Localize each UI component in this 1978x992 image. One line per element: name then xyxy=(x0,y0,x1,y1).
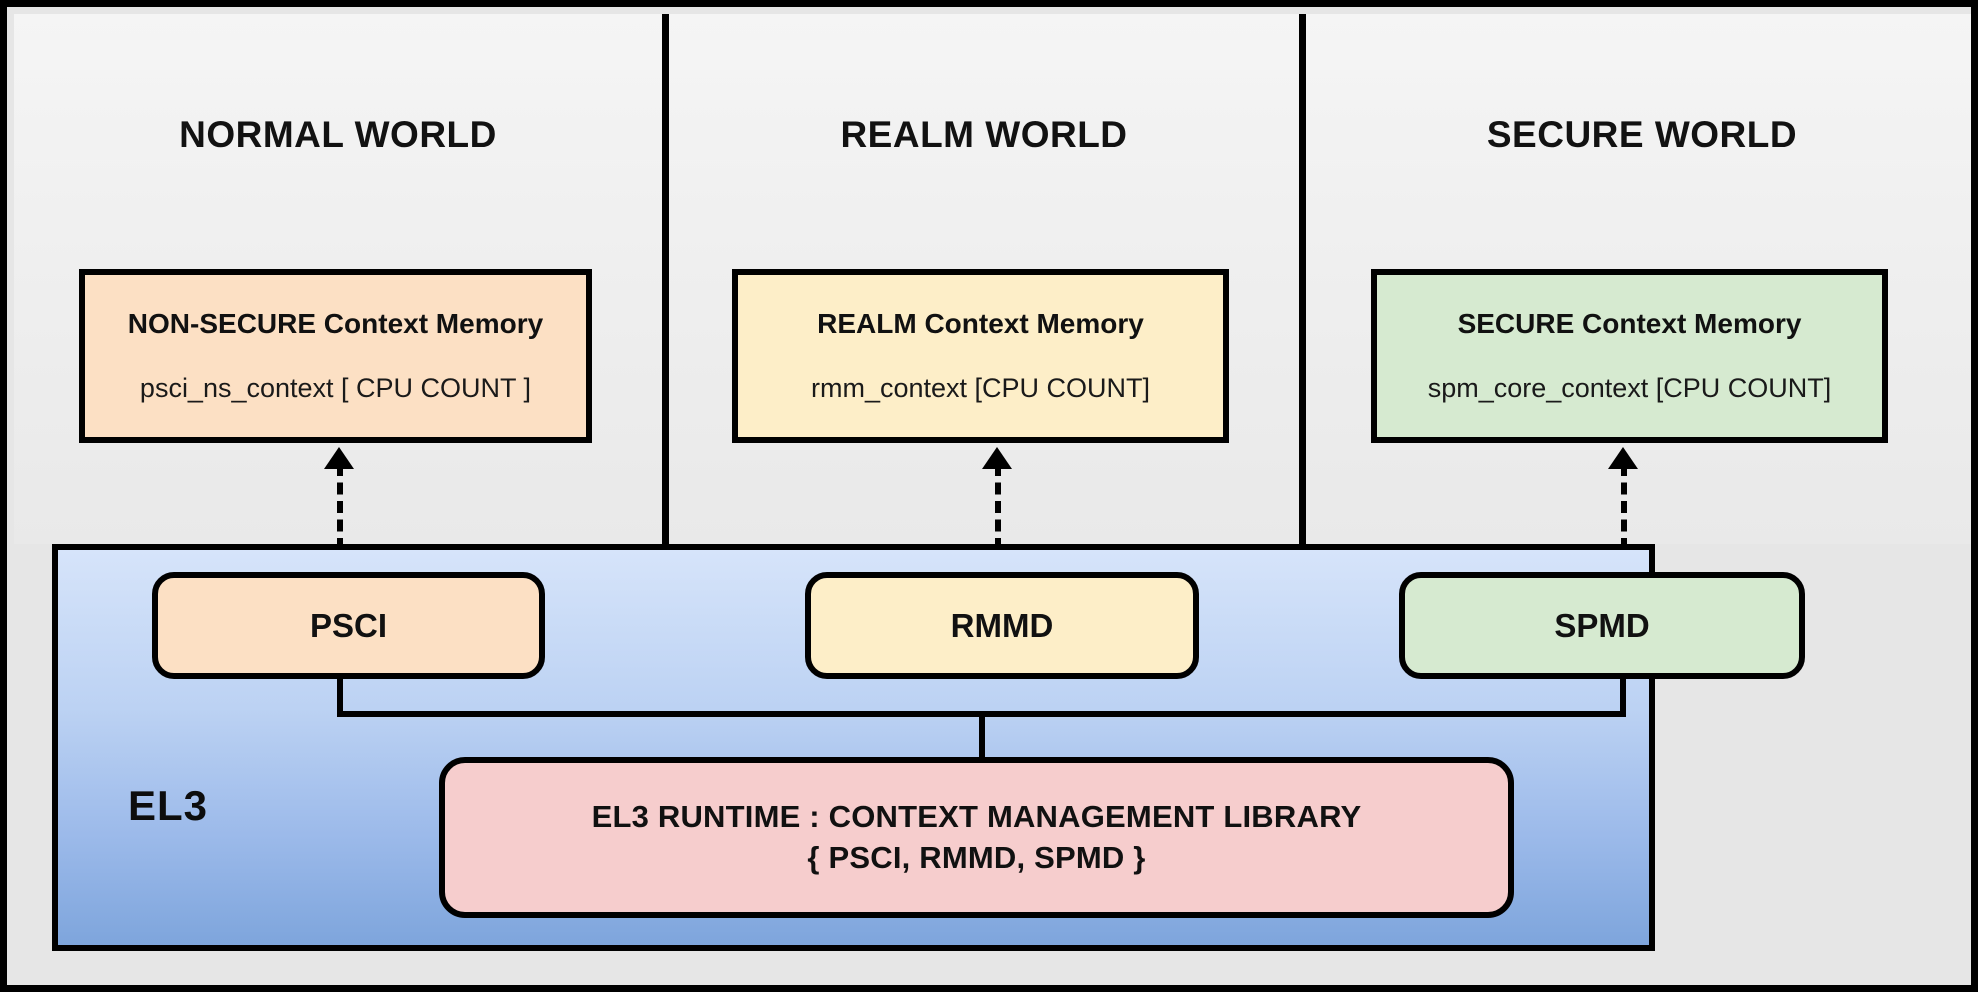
context-memory-box-realm: REALM Context Memory rmm_context [CPU CO… xyxy=(732,269,1229,443)
el3-runtime-library-box: EL3 RUNTIME : CONTEXT MANAGEMENT LIBRARY… xyxy=(439,757,1514,918)
world-column-realm: REALM WORLD xyxy=(669,14,1299,544)
world-title-normal: NORMAL WORLD xyxy=(179,114,497,155)
context-memory-box-non-secure: NON-SECURE Context Memory psci_ns_contex… xyxy=(79,269,592,443)
el3-label: EL3 xyxy=(128,782,209,829)
runtime-library-line1: EL3 RUNTIME : CONTEXT MANAGEMENT LIBRARY xyxy=(591,798,1362,834)
arrow-head-up-icon xyxy=(1608,447,1638,469)
arrow-shaft xyxy=(337,464,343,550)
context-memory-subtitle-realm: rmm_context [CPU COUNT] xyxy=(810,372,1151,403)
dispatcher-box-spmd: SPMD xyxy=(1399,572,1805,679)
connector-spmd-drop xyxy=(1620,675,1626,717)
world-column-secure: SECURE WORLD xyxy=(1306,14,1971,544)
context-memory-subtitle-secure: spm_core_context [CPU COUNT] xyxy=(1427,372,1832,403)
arrow-shaft xyxy=(995,464,1001,550)
dispatcher-box-rmmd: RMMD xyxy=(805,572,1199,679)
world-title-secure: SECURE WORLD xyxy=(1486,114,1798,155)
world-divider-left xyxy=(662,14,669,544)
arrow-head-up-icon xyxy=(324,447,354,469)
arrow-shaft xyxy=(1621,464,1627,550)
context-memory-title-non-secure: NON-SECURE Context Memory xyxy=(127,307,544,339)
world-divider-right xyxy=(1299,14,1306,544)
context-memory-title-secure: SECURE Context Memory xyxy=(1457,307,1802,339)
connector-runtime-drop xyxy=(979,711,985,761)
dispatcher-box-psci: PSCI xyxy=(152,572,545,679)
connector-psci-drop xyxy=(337,675,343,717)
context-memory-title-realm: REALM Context Memory xyxy=(817,307,1144,339)
arrow-head-up-icon xyxy=(982,447,1012,469)
context-memory-box-secure: SECURE Context Memory spm_core_context [… xyxy=(1371,269,1888,443)
world-title-realm: REALM WORLD xyxy=(840,114,1128,155)
context-memory-subtitle-non-secure: psci_ns_context [ CPU COUNT ] xyxy=(139,372,532,403)
runtime-library-line2: { PSCI, RMMD, SPMD } xyxy=(807,839,1146,875)
world-column-normal: NORMAL WORLD xyxy=(14,14,662,544)
